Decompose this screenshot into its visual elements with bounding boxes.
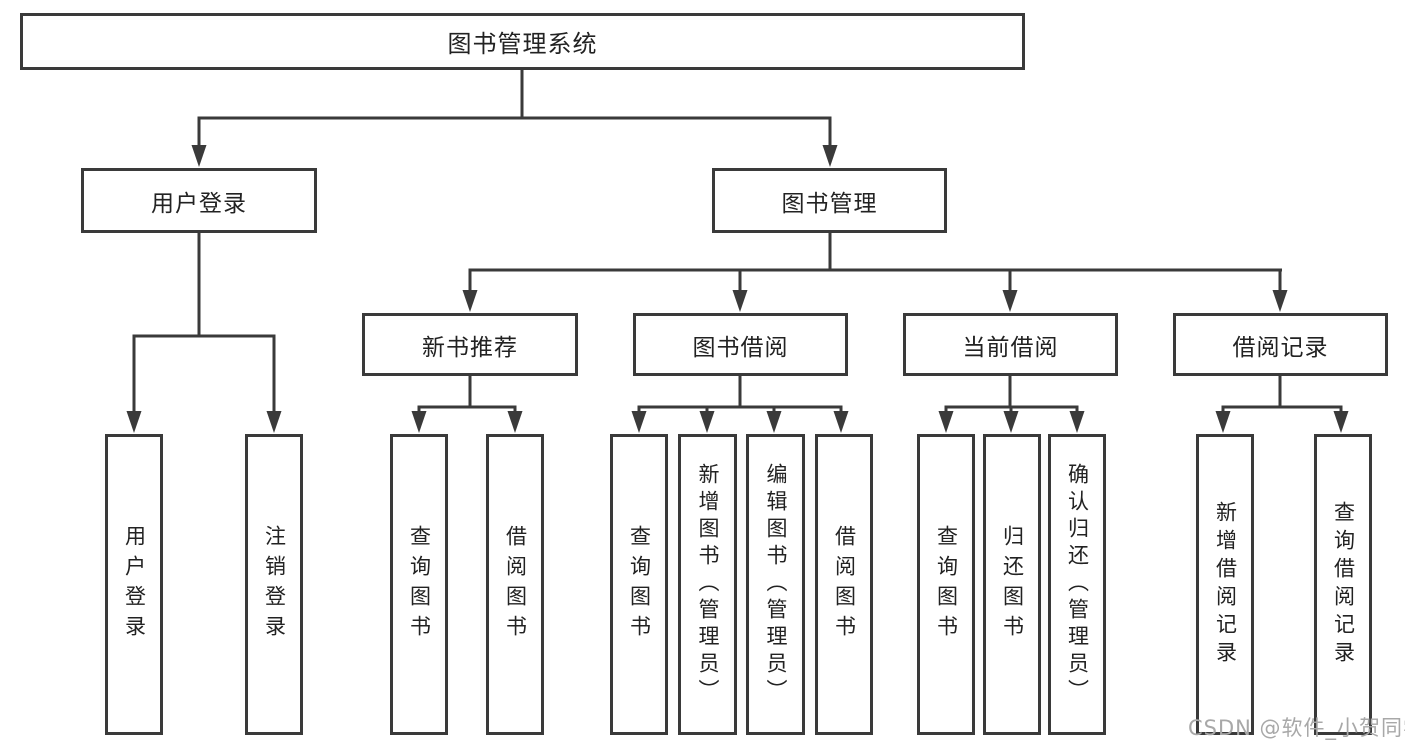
node-borrowing-records: 借阅记录 <box>1173 313 1388 376</box>
leaf-newbook-borrow-books: 借阅图书 <box>486 434 544 735</box>
node-book-management: 图书管理 <box>712 168 947 233</box>
leaf-borrow-borrow-books: 借阅图书 <box>815 434 873 735</box>
node-root-system: 图书管理系统 <box>20 13 1025 70</box>
leaf-current-confirm-return-admin: 确认归还（管理员） <box>1048 434 1106 735</box>
leaf-records-add-record: 新增借阅记录 <box>1196 434 1254 735</box>
leaf-logout: 注销登录 <box>245 434 303 735</box>
node-book-borrowing: 图书借阅 <box>633 313 848 376</box>
leaf-records-query-record: 查询借阅记录 <box>1314 434 1372 735</box>
leaf-current-query-books: 查询图书 <box>917 434 975 735</box>
csdn-watermark: CSDN @软件_小贺同学 <box>1188 716 1405 740</box>
leaf-current-return-books: 归还图书 <box>983 434 1041 735</box>
leaf-user-login: 用户登录 <box>105 434 163 735</box>
node-user-login: 用户登录 <box>81 168 317 233</box>
node-current-borrowing: 当前借阅 <box>903 313 1118 376</box>
leaf-borrow-query-books: 查询图书 <box>610 434 668 735</box>
leaf-newbook-query-books: 查询图书 <box>390 434 448 735</box>
node-new-book-recommend: 新书推荐 <box>362 313 578 376</box>
leaf-borrow-add-books-admin: 新增图书（管理员） <box>678 434 737 735</box>
leaf-borrow-edit-books-admin: 编辑图书（管理员） <box>746 434 805 735</box>
